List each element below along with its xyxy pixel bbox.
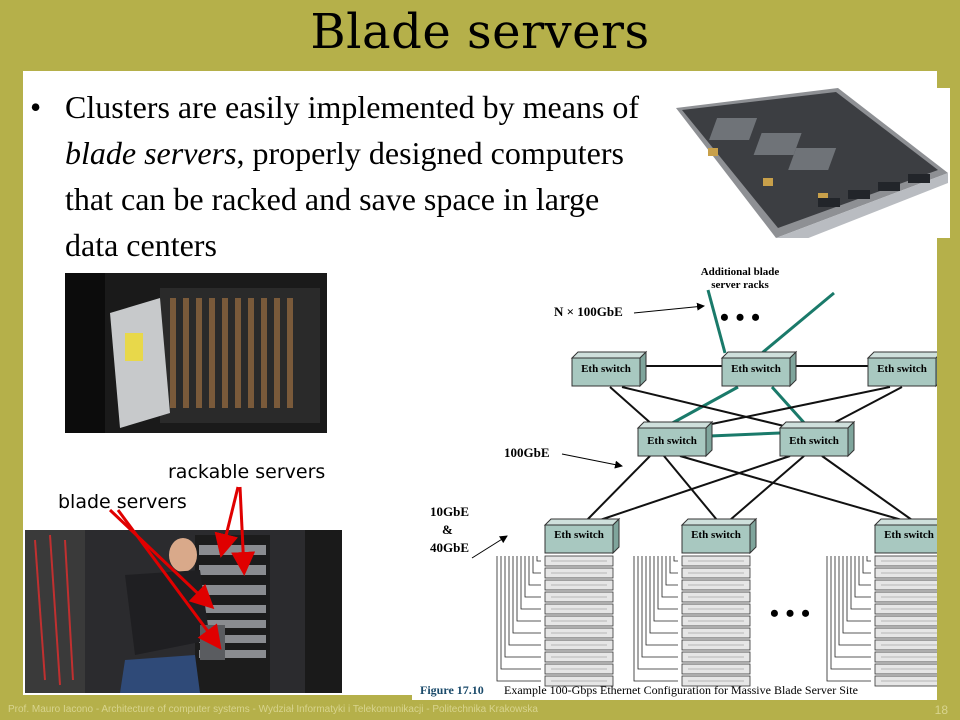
100gbe-label: 100GbE — [504, 445, 550, 460]
eth-switch-rack-2: Eth switch — [681, 518, 757, 554]
40gbe-label: 40GbE — [430, 540, 469, 555]
slide-title: Blade servers — [310, 4, 650, 60]
svg-text:Eth switch: Eth switch — [884, 529, 934, 541]
figure-caption-number: Figure 17.10 — [420, 683, 484, 697]
eth-switch-rack-1: Eth switch — [544, 518, 620, 554]
eth-switch-mid-2: Eth switch — [779, 421, 855, 457]
eth-switch-top-1: Eth switch — [571, 351, 647, 387]
bullet-text: Clusters are easily implemented by means… — [65, 89, 640, 263]
bullet-point: • Clusters are easily implemented by mea… — [30, 84, 640, 268]
figure-caption-text: Example 100-Gbps Ethernet Configuration … — [504, 683, 858, 697]
svg-text:Eth switch: Eth switch — [731, 363, 781, 375]
svg-text:Eth switch: Eth switch — [554, 529, 604, 541]
bullet-icon: • — [30, 89, 42, 125]
svg-text:Eth switch: Eth switch — [789, 435, 839, 447]
eth-switch-mid-1: Eth switch — [637, 421, 713, 457]
blade-servers-label: blade servers — [58, 491, 187, 513]
svg-text:Eth switch: Eth switch — [581, 363, 631, 375]
decorative-strip — [937, 244, 960, 268]
svg-text:Eth switch: Eth switch — [877, 363, 927, 375]
page-number: 18 — [934, 703, 948, 717]
svg-text:Eth switch: Eth switch — [691, 529, 741, 541]
slide-footer: Prof. Mauro Iacono - Architecture of com… — [8, 704, 538, 715]
racks-ellipsis-bottom: • • • — [770, 599, 810, 628]
n100gbe-label: N × 100GbE — [554, 304, 623, 319]
10gbe-label: 10GbE — [430, 504, 469, 519]
amp-label: & — [442, 522, 453, 537]
svg-text:Eth switch: Eth switch — [647, 435, 697, 447]
eth-switch-rack-3: Eth switch — [874, 518, 950, 554]
rackable-servers-label: rackable servers — [168, 461, 326, 483]
eth-switch-top-2: Eth switch — [721, 351, 797, 387]
racks-ellipsis: • • • — [720, 303, 760, 332]
blade-server-photo — [668, 88, 950, 238]
blade-chassis-photo — [65, 273, 327, 433]
technician-rack-photo — [25, 530, 342, 693]
eth-switch-top-3: Eth switch — [867, 351, 943, 387]
